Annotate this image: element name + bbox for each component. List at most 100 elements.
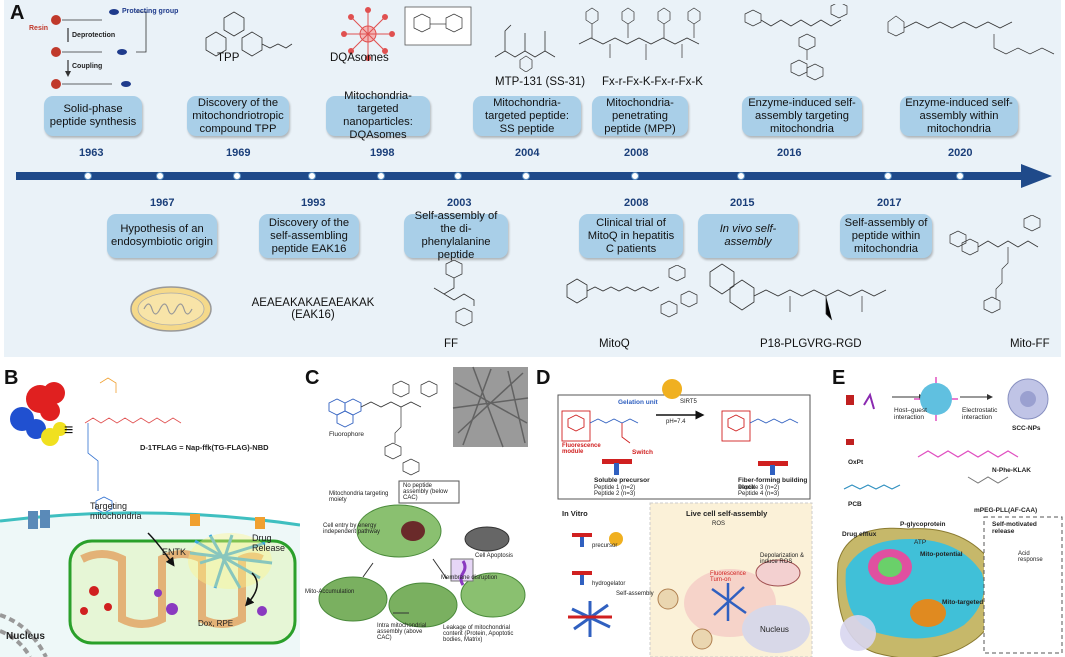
panel-b-cargo-label: Dox, RPE xyxy=(198,619,234,628)
year-1969: 1969 xyxy=(226,147,251,159)
panel-c-membrane-label: Membrane disruption xyxy=(441,575,498,581)
year-2008-top: 2008 xyxy=(624,147,649,159)
panel-e-pcb-label: PCB xyxy=(848,501,862,508)
panel-d-soluble-label: Soluble precursor xyxy=(594,477,650,484)
resin-label: Resin xyxy=(29,25,49,32)
coupling-label: Coupling xyxy=(72,63,103,70)
panel-label-c: C xyxy=(305,367,320,389)
panel-e-atp-label: ATP xyxy=(914,539,927,546)
panel-e-electro-label: Electrostatic interaction xyxy=(962,407,998,421)
panel-e-efflux-label: Drug efflux xyxy=(842,531,877,538)
panel-d-peptide1-label: Peptide 1 (n=2) xyxy=(594,485,636,491)
mitochondrion-icon xyxy=(130,286,212,332)
panel-e-mpeg-label: mPEG-PLL(AF-CAA) xyxy=(974,507,1038,514)
ss31-structure xyxy=(494,24,556,72)
year-2020: 2020 xyxy=(948,147,973,159)
timeline-node-2003 xyxy=(454,172,462,180)
event-1993: Discovery of the self-assembling peptide… xyxy=(259,214,359,258)
spps-scheme xyxy=(51,9,147,89)
caption-mito-ff: Mito-FF xyxy=(1010,338,1050,350)
event-1963: Solid-phase peptide synthesis xyxy=(44,96,142,136)
panel-e-selfmot-label: Self-motivated release xyxy=(992,521,1037,535)
panel-b-formula: D-1TFLAG = Nap-ffk(TG-FLAG)-NBD xyxy=(140,443,269,452)
year-1967: 1967 xyxy=(150,197,175,209)
timeline-node-2015 xyxy=(737,172,745,180)
event-1967: Hypothesis of an endosymbiotic origin xyxy=(107,214,217,258)
panel-e: E Host–guest interaction Electrostatic i… xyxy=(818,363,1065,657)
panel-e-hostguest-label: Host–guest interaction xyxy=(894,407,927,421)
panel-c-no-assembly-label: No peptide assembly (below CAC) xyxy=(403,483,448,501)
caption-mpp-sequence: Fx-r-Fx-K-Fx-r-Fx-K xyxy=(602,76,703,88)
panel-d-precursor-label: precursor xyxy=(592,543,618,549)
year-2015: 2015 xyxy=(730,197,755,209)
panel-d-switch-label: Switch xyxy=(632,449,653,456)
dqasome-structure xyxy=(341,7,395,61)
panel-d-nucleus-label: Nucleus xyxy=(760,625,789,634)
panel-b: B ≡ xyxy=(0,363,300,657)
timeline-arrow xyxy=(16,164,1052,188)
panel-d: D xyxy=(532,363,814,657)
year-2008-bottom: 2008 xyxy=(624,197,649,209)
dqasome-monomer-box xyxy=(404,6,472,46)
panel-e-pgp-label: P-glycoprotein xyxy=(900,521,946,528)
caption-eak16: AEAEAKAKAEAEAKAK (EAK16) xyxy=(251,297,375,321)
deprotection-label: Deprotection xyxy=(72,32,116,39)
caption-tpp: TPP xyxy=(217,52,240,64)
panel-d-hydrogelator-label: hydrogelator xyxy=(592,581,626,587)
timeline-node-1969 xyxy=(233,172,241,180)
panel-d-illustration xyxy=(557,379,813,657)
year-2016: 2016 xyxy=(777,147,802,159)
protecting-group-label: Protecting group xyxy=(122,8,179,15)
caption-p18-plgvrg-rgd: P18-PLGVRG-RGD xyxy=(760,338,862,350)
panel-d-ph-label: pH=7.4 xyxy=(666,419,686,425)
panel-b-targeting-label: Targeting mitochondria xyxy=(90,501,142,521)
year-2003: 2003 xyxy=(447,197,472,209)
mito-assembly-2020-structure xyxy=(887,15,1055,55)
event-1998: Mitochondria-targeted nanoparticles: DQA… xyxy=(326,90,430,141)
panel-d-fiber-label: Fiber-forming building block xyxy=(738,477,808,491)
year-2017: 2017 xyxy=(877,197,902,209)
panel-c-moiety-label: Mitochondria targeting moiety xyxy=(329,491,389,503)
timeline-node-1993 xyxy=(308,172,316,180)
panel-e-mitopot-label: Mito-potential xyxy=(920,551,963,558)
event-2016: Enzyme-induced self-assembly targeting m… xyxy=(742,96,862,136)
panel-label-e: E xyxy=(832,367,846,389)
event-2020: Enzyme-induced self-assembly within mito… xyxy=(900,96,1018,136)
panel-label-b: B xyxy=(4,367,19,389)
timeline-node-1998 xyxy=(377,172,385,180)
ff-structure xyxy=(433,260,475,327)
mpp-structure xyxy=(578,7,701,60)
event-2017: Self-assembly of peptide within mitochon… xyxy=(840,214,932,258)
caption-ss31: MTP-131 (SS-31) xyxy=(495,76,586,88)
panel-c-intra-label: Intra mitochondrial assembly (above CAC) xyxy=(377,623,427,641)
panel-e-sccnps-label: SCC-NPs xyxy=(1012,425,1041,432)
timeline-node-2008 xyxy=(631,172,639,180)
panel-c-entry-label: Cell entry by energy independent pathway xyxy=(323,523,381,535)
mito-ff-structure xyxy=(949,215,1041,314)
panel-b-entk-label: ENTK xyxy=(162,547,187,557)
year-1998: 1998 xyxy=(370,147,395,159)
mitoq-structure xyxy=(566,265,698,318)
tpp-structure xyxy=(205,11,293,57)
panel-d-fluor-module-label: Fluorescence module xyxy=(562,443,601,455)
panel-c: C Fluorophore Mitochondria targ xyxy=(303,363,531,657)
panel-b-nucleus-label: Nucleus xyxy=(6,631,45,642)
panel-d-livecell-label: Live cell self-assembly xyxy=(686,509,768,518)
event-1969: Discovery of the mitochondriotropic comp… xyxy=(187,96,289,136)
timeline-node-2016-2017 xyxy=(884,172,892,180)
svg-text:≡: ≡ xyxy=(64,422,73,439)
panel-d-turnon-label: Fluorescence Turn-on xyxy=(710,571,747,583)
panel-b-drug-release-label: Drug Release xyxy=(252,533,286,553)
panel-e-acid-label: Acid response xyxy=(1018,551,1043,563)
panel-d-selfassembly-label: Self-assembly xyxy=(616,591,654,597)
panel-d-ros-label: ROS xyxy=(712,521,726,527)
year-2004: 2004 xyxy=(515,147,540,159)
panel-c-illustration xyxy=(318,366,529,628)
panel-c-leakage-label: Leakage of mitochondrial content (Protei… xyxy=(443,625,514,643)
panel-c-apoptosis-label: Cell Apoptosis xyxy=(475,553,514,559)
timeline-node-2020 xyxy=(956,172,964,180)
panel-e-oxpt-label: OxPt xyxy=(848,459,864,466)
panel-c-fluorophore-label: Fluorophore xyxy=(329,431,365,438)
panel-b-illustration: ≡ xyxy=(0,377,300,657)
caption-mitoq: MitoQ xyxy=(599,338,630,350)
